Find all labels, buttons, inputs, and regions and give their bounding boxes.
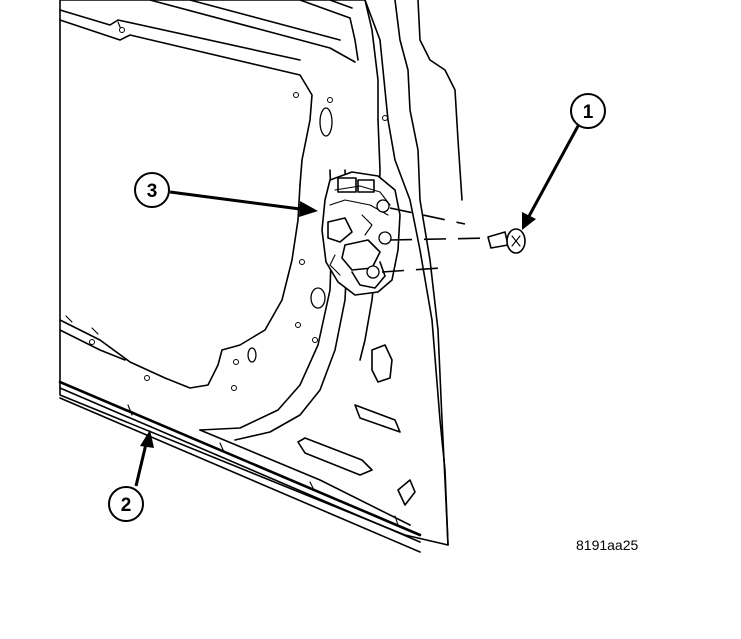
callout-3-label: 3 (147, 181, 158, 202)
figure-code: 8191aa25 (576, 537, 639, 553)
door-inner-panel (58, 0, 463, 553)
callout-2-label: 2 (121, 495, 132, 516)
callout-arrows (134, 125, 580, 487)
callout-3: 3 (134, 172, 170, 208)
latch-screw (487, 228, 526, 254)
callout-2: 2 (108, 486, 144, 522)
callout-1: 1 (570, 93, 606, 129)
alignment-lines (381, 207, 491, 273)
door-latch-assembly (321, 171, 401, 296)
callout-1-label: 1 (583, 102, 594, 123)
